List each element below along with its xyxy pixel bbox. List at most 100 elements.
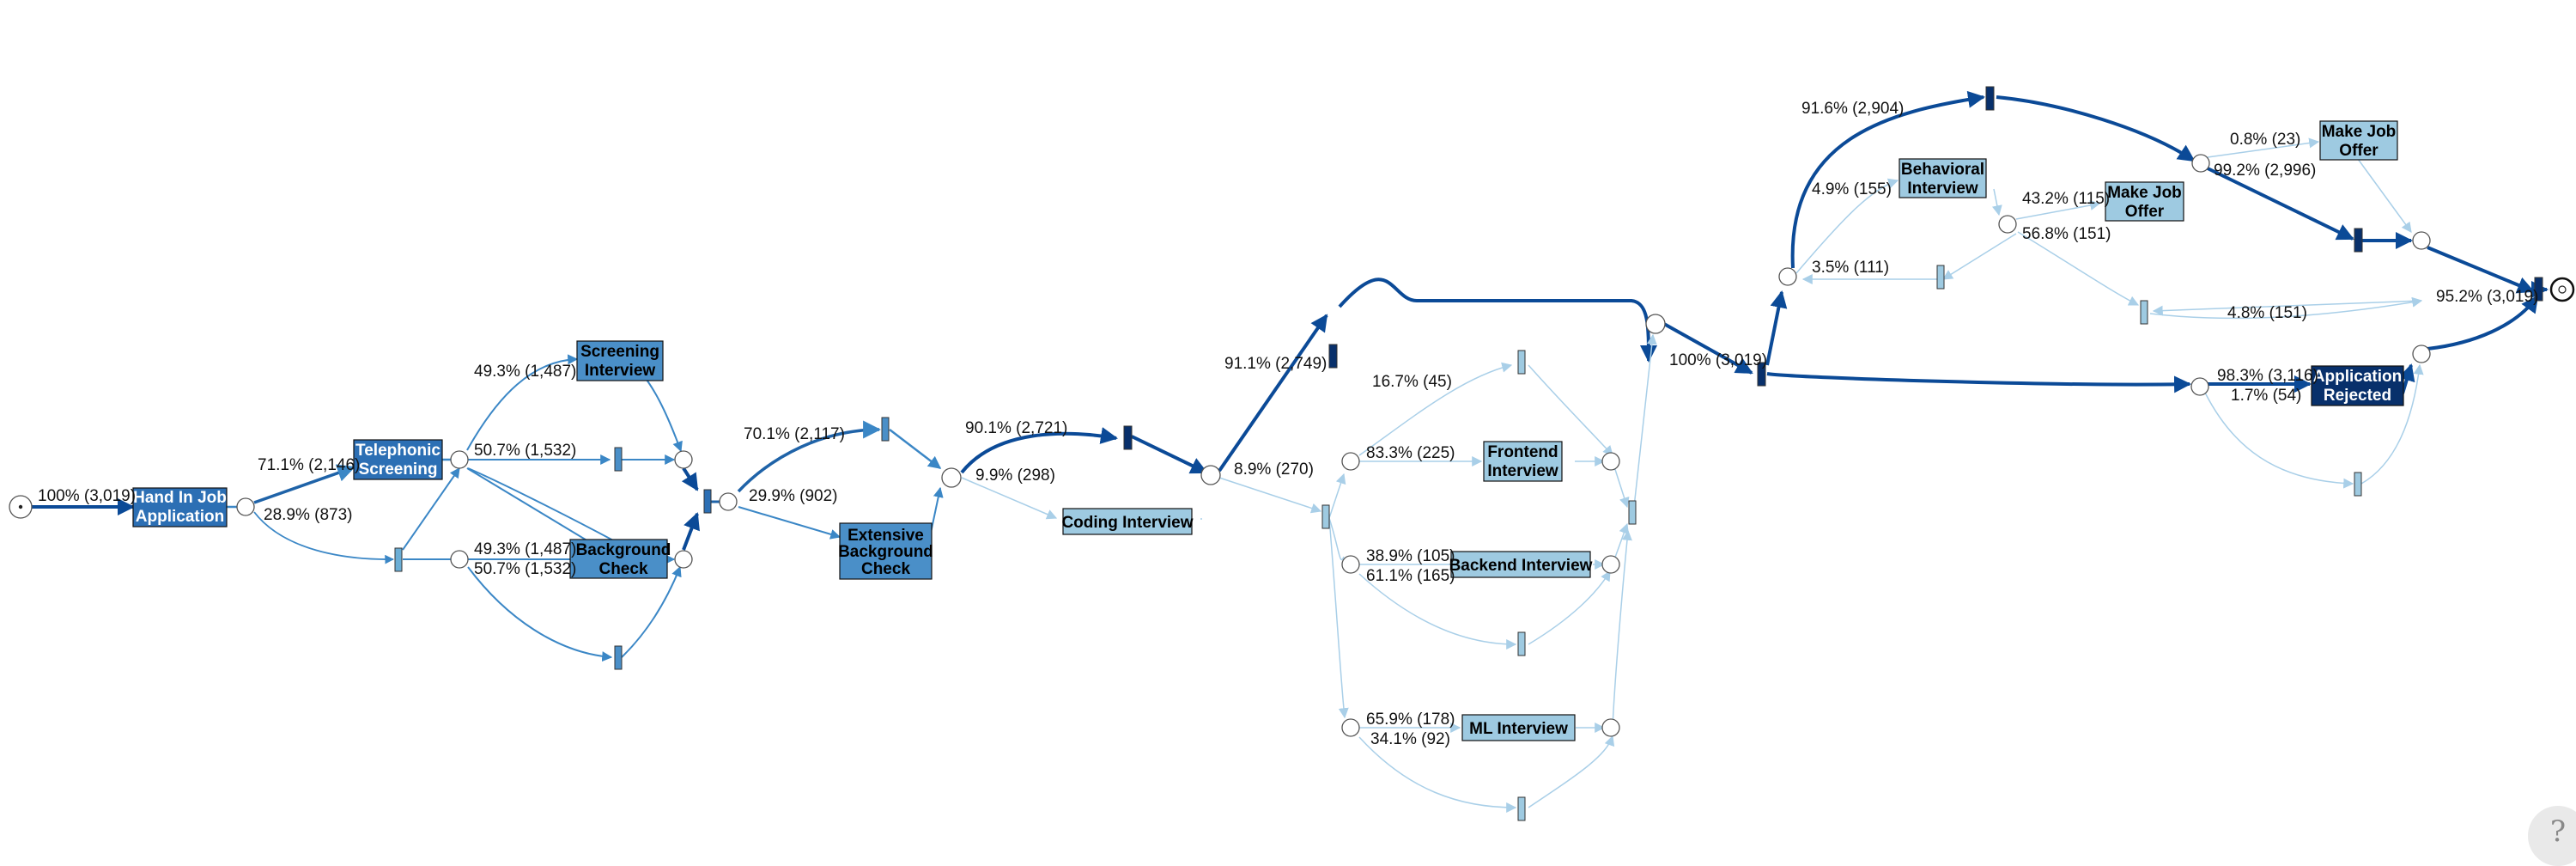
activity-make-job-offer[interactable]: Make Job Offer [2105,181,2184,222]
arc [1996,95,2196,162]
edge-label: 3.5% (111) [1812,259,1889,277]
place [2191,154,2210,173]
activity-label: Backend Interview [1449,557,1593,575]
activity-label: Screening [359,460,438,479]
activity-telephonic-screening[interactable]: Telephonic Screening [353,439,443,480]
activity-label: Behavioral [1901,161,1984,179]
silent-transition [2354,228,2363,253]
arc [2152,300,2422,316]
arc [2149,296,2423,320]
edge-labels: 100% (3,019) 71.1% (2,146) 28.9% (873) 4… [38,100,2538,748]
arc [2398,363,2415,394]
activity-box [353,439,443,480]
arc [961,477,1058,520]
arc [1358,573,1517,650]
activity-behavioral-interview[interactable]: Behavioral Interview [1899,158,1987,198]
edge-label: 91.1% (2,749) [1224,355,1327,373]
arc [467,566,613,662]
place [674,550,693,569]
activity-backend-interview[interactable]: Backend Interview [1449,551,1593,578]
place [1341,718,1360,737]
arc [1338,277,1657,363]
activity-application-rejected[interactable]: Application Rejected [2311,365,2404,406]
arc [1765,290,1788,366]
silent-transition [2354,472,2362,497]
end-token [2558,285,2567,294]
place [2412,345,2431,363]
activity-box [1483,441,1563,482]
arc [1358,362,1513,456]
edge-label: 49.3% (1,487) [474,363,576,381]
arc [1612,529,1632,729]
activity-screening-interview[interactable]: Screening Interview [576,340,664,381]
activity-label: Check [861,560,910,578]
activity-box [1461,714,1576,741]
arc [2427,295,2539,351]
arc [1358,736,1517,813]
edge-label: 56.8% (151) [2022,225,2111,243]
activity-box [1062,508,1193,535]
place [450,550,469,569]
edge-label: 91.6% (2,904) [1801,100,1904,118]
edge-label: 29.9% (902) [749,487,838,505]
places [9,154,2575,737]
end-place [2549,277,2575,302]
activity-background-check[interactable]: Background Check [569,539,671,579]
silent-transition [394,547,403,572]
activity-ml-interview[interactable]: ML Interview [1461,714,1576,741]
activity-hand-in-job-application[interactable]: Hand In Job Application [132,487,228,528]
silent-transition [1123,425,1133,450]
arc [402,467,460,551]
arc [1528,735,1615,808]
place [450,450,469,469]
arc [2357,158,2412,233]
arc [466,354,579,451]
arc [1218,314,1328,473]
edge-label: 4.9% (155) [1812,180,1892,198]
place [236,497,255,516]
activity-label: Background [576,541,671,559]
silent-transition [881,417,890,442]
silent-transition [2140,300,2148,325]
edge-label: 90.1% (2,721) [965,419,1067,437]
edge-label: 98.3% (3,116) [2217,367,2318,385]
edge-label: 28.9% (873) [264,506,353,524]
edge-label: 71.1% (2,146) [258,456,360,474]
place [2412,231,2431,250]
silent-transitions [394,86,2543,821]
place [1601,718,1620,737]
silent-transition [2534,277,2543,302]
activity-extensive-background-check[interactable]: Extensive Background Check [838,522,933,580]
arc [1941,233,2017,280]
activity-box [569,539,668,579]
activity-frontend-interview[interactable]: Frontend Interview [1483,441,1563,482]
activity-label: Check [598,560,647,578]
edge-label: 16.7% (45) [1372,373,1452,391]
arc [889,429,942,469]
arc [253,464,355,504]
activity-label: Frontend [1487,443,1558,461]
activity-label: Extensive [848,527,924,545]
arc [1663,322,1753,375]
arc [1766,372,2191,393]
activity-make-job-offer[interactable]: Make Job Offer [2319,120,2398,161]
place [1341,555,1360,574]
edge-label: 100% (3,019) [1669,351,1767,369]
activity-label: Coding Interview [1061,514,1193,532]
arc [2207,167,2354,241]
edge-label: 43.2% (115) [2022,190,2110,208]
activity-label: Rejected [2324,387,2391,405]
activity-box [2311,365,2404,406]
place [1200,465,1221,485]
place [1601,555,1620,574]
arc [1528,570,1611,645]
edge-label: 65.9% (178) [1366,710,1455,729]
edge-label: 100% (3,019) [38,487,136,505]
activity-label: Telephonic [355,442,440,460]
arc [621,565,682,658]
activity-coding-interview[interactable]: Coding Interview [1061,508,1194,535]
activity-box [2319,120,2398,161]
silent-transition [1757,362,1766,387]
activity-box [1899,158,1987,198]
help-button[interactable]: ? [2528,806,2576,866]
